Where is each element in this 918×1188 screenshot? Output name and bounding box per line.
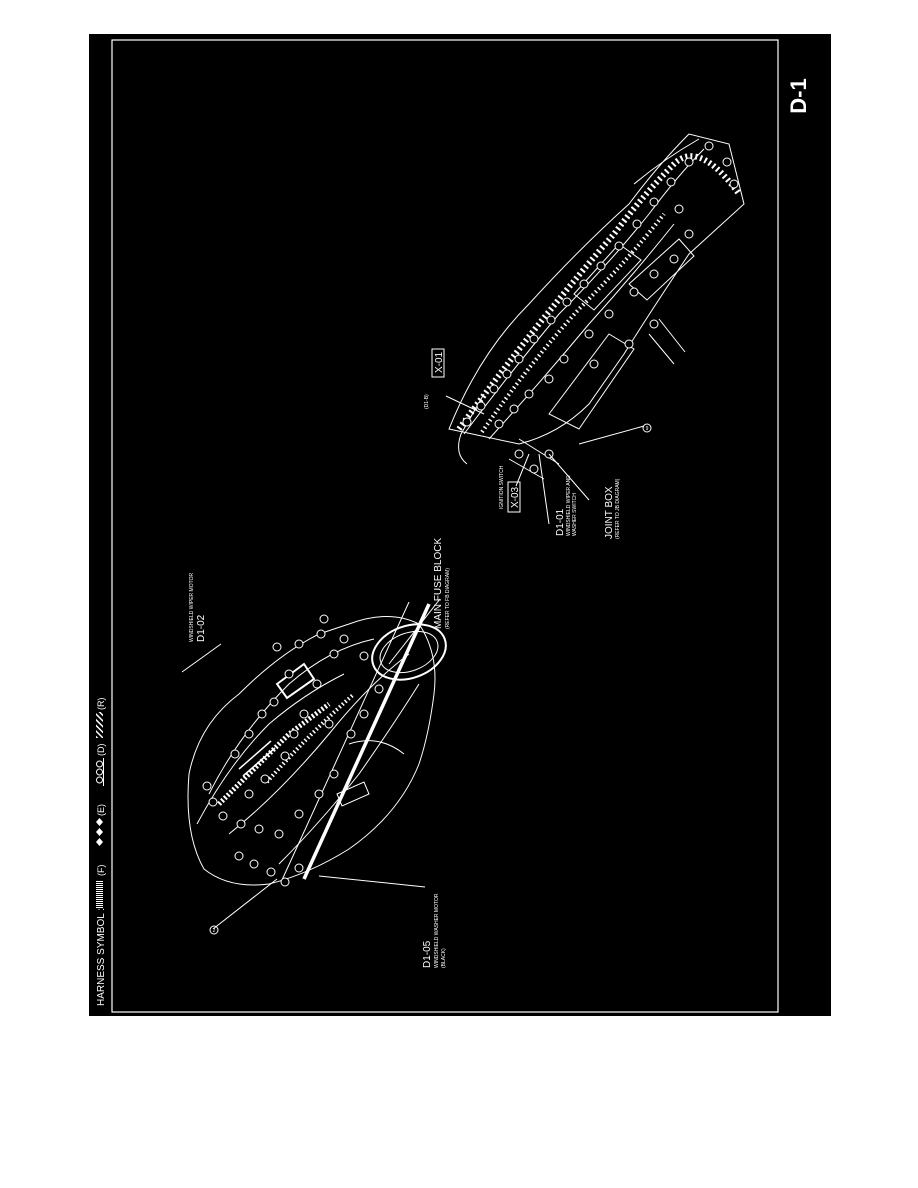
wiper-harness-run [217,702,331,806]
dashboard-drawing [448,133,745,480]
x03-name: IGNITION SWITCH [499,465,505,509]
page-id: D-1 [786,78,811,113]
legend-code-e: (E) [96,804,106,816]
dash-harness-run-2 [480,212,666,434]
legend-fine-hatch-swatch [96,880,103,908]
joint-box-name: JOINT BOX [604,486,615,539]
d101-code: D1-01 [555,508,566,536]
ground-2-label: 2 [213,928,216,934]
dashboard-leader-lines [445,395,645,525]
ground-9-icon [642,423,652,433]
legend-code-d: (D) [96,744,106,757]
washer-motor-note: (BLACK) [441,948,447,968]
legend-title: HARNESS SYMBOL : [96,908,107,1006]
x01-code: X-01 [434,351,445,373]
x01-note: (D1-B) [424,394,430,409]
engine-leader-lines [181,598,441,930]
wiper-motor-name: WINDSHIELD WIPER MOTOR [189,573,195,642]
x01-box [431,348,445,378]
legend-code-r: (R) [96,698,106,711]
x03-box [507,481,521,513]
ground-2-icon [209,925,219,935]
dashboard-connectors [462,141,739,474]
front-harness-run [265,692,356,784]
d101-name-line2: WASHER SWITCH [572,493,578,536]
wiring-diagram: HARNESS SYMBOL : (F) (E) (D) (R) D-1 [96,39,811,1013]
legend-diagonal-hatch-swatch [96,712,103,738]
engine-compartment-drawing [187,601,447,886]
washer-motor-code: D1-05 [422,940,433,968]
joint-box-note: (REFER TO JB DIAGRAM) [615,478,621,539]
diagram-sheet: HARNESS SYMBOL : (F) (E) (D) (R) D-1 [89,34,831,1016]
ground-9-label: 9 [646,426,649,432]
legend-code-f: (F) [96,865,106,877]
wiper-motor-code: D1-02 [196,614,207,642]
washer-motor-name: WINDSHIELD WASHER MOTOR [434,893,440,968]
harness-legend: HARNESS SYMBOL : (F) (E) (D) (R) [96,698,107,1006]
engine-connectors [202,614,384,887]
main-fuse-block-note: (REFER TO FB DIAGRAM) [445,568,451,629]
sheet-border [111,39,779,1013]
legend-circle-chain-swatch [96,758,104,786]
d101-name-line1: WINDSHIELD WIPER AND [566,475,572,536]
x03-code: X-03 [510,486,521,508]
main-fuse-block-name: MAIN FUSE BLOCK [433,538,444,629]
dash-harness-run [456,153,742,431]
legend-diamond-chain-swatch [96,818,103,846]
